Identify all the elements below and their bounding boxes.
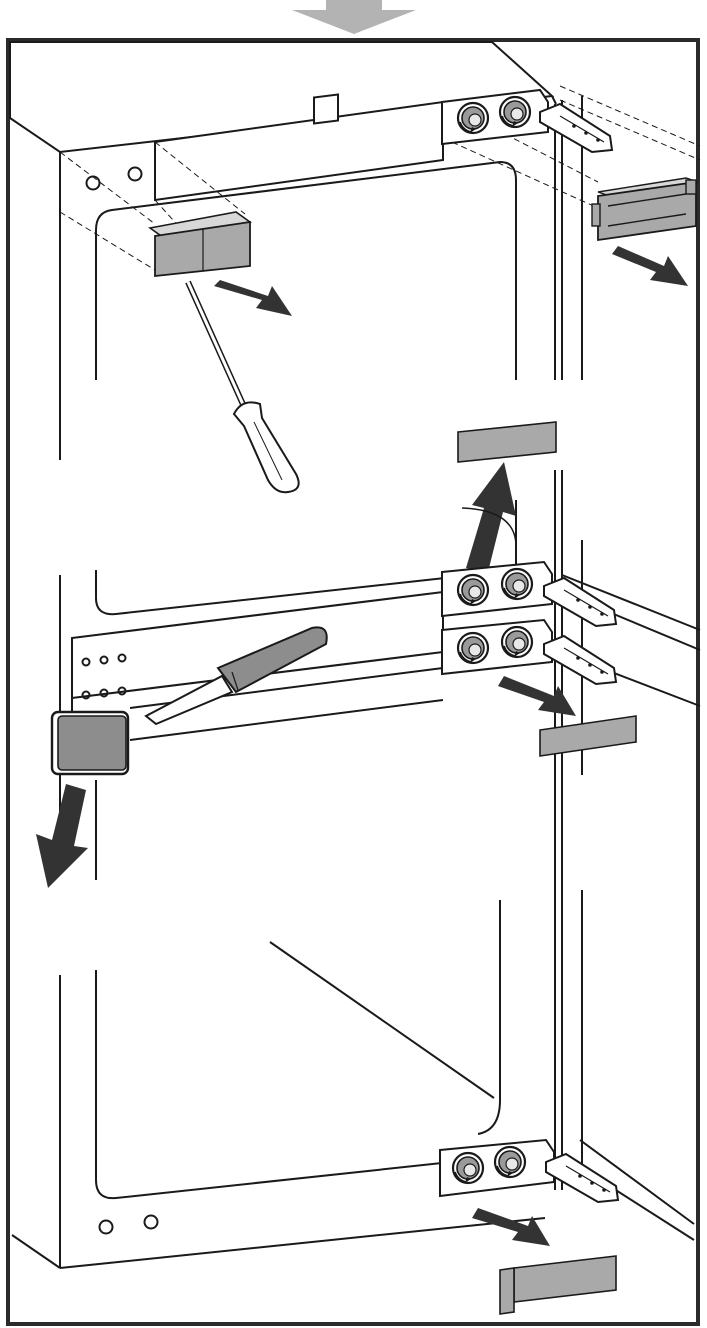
hinge-cover-middle bbox=[539, 715, 637, 757]
top-left-cover bbox=[148, 211, 252, 277]
hinge-cover-bottom bbox=[499, 1255, 617, 1315]
middle-hinge-lower bbox=[441, 618, 617, 685]
arrow-middle-right bbox=[498, 676, 576, 716]
step-arrow bbox=[292, 0, 416, 34]
arrow-bottom-right bbox=[472, 1208, 550, 1246]
screwdriver-lower bbox=[144, 626, 328, 726]
arrow-top-right bbox=[612, 246, 688, 286]
bottom-hinge bbox=[439, 1138, 619, 1203]
top-hinge bbox=[441, 88, 613, 153]
middle-hinge-upper bbox=[441, 560, 617, 627]
screwdriver-upper bbox=[185, 280, 300, 494]
arrow-side-down bbox=[36, 784, 88, 888]
arrow-top-left bbox=[214, 280, 292, 316]
illustration-frame bbox=[6, 38, 700, 1326]
top-right-cover bbox=[591, 177, 699, 242]
side-cover bbox=[50, 710, 130, 776]
arrow-middle-up bbox=[461, 462, 517, 572]
middle-cover bbox=[457, 421, 557, 463]
